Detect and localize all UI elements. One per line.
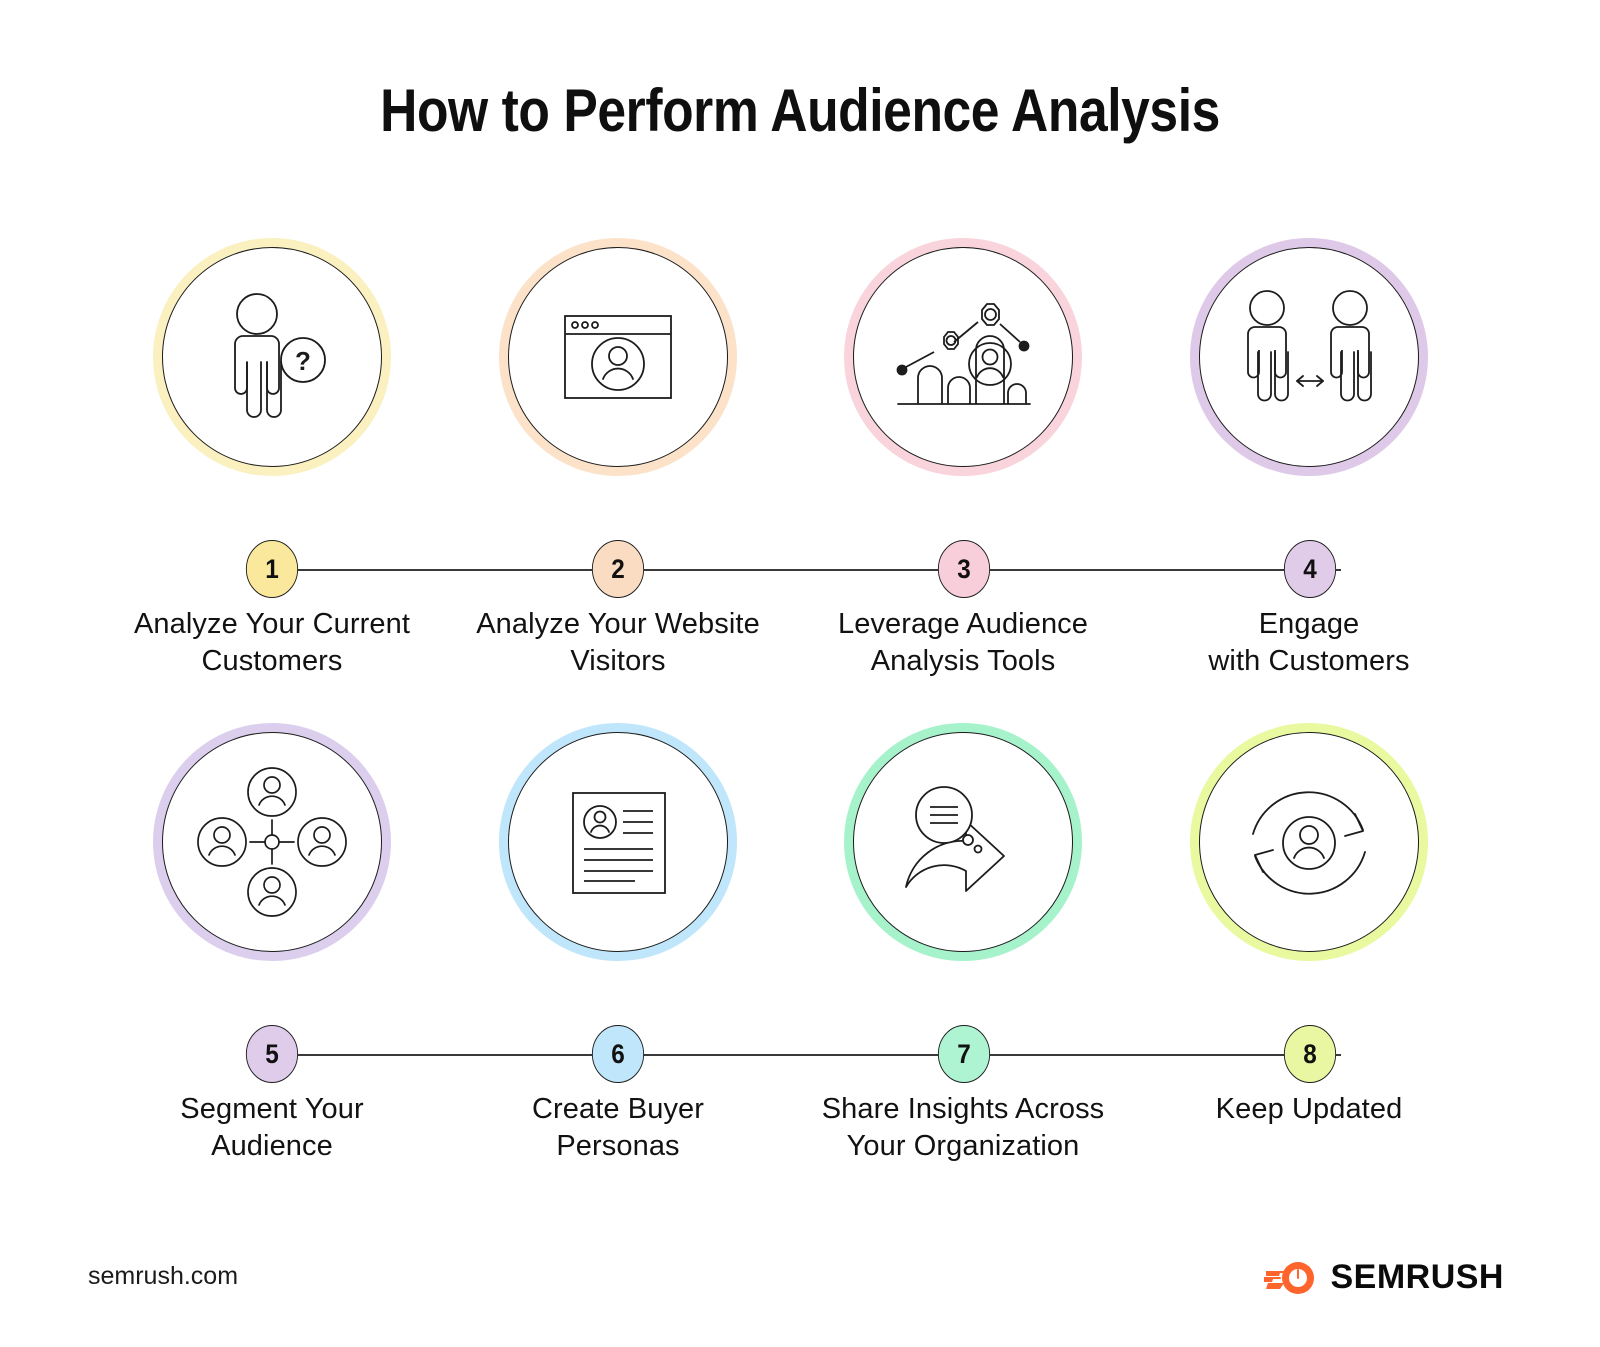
step-7-icon-bubble: [844, 723, 1082, 961]
semrush-wordmark: SEMRUSH: [1330, 1258, 1504, 1296]
step-badge-8[interactable]: 8: [1283, 1025, 1337, 1083]
step-label-8: Keep Updated: [1215, 1093, 1403, 1125]
semrush-comet-icon: [1264, 1261, 1315, 1294]
page-title: How to Perform Audience Analysis: [380, 77, 1220, 144]
step-3-icon-bubble: [844, 238, 1082, 476]
step-8: [1159, 723, 1459, 1153]
connector-track-row-2: 5 6 7 8: [110, 1025, 1490, 1085]
bar-chart-gears-user-icon: [853, 247, 1073, 467]
semrush-logo[interactable]: SEMRUSH: [1264, 1258, 1504, 1297]
connector-track-row-1: 1 2 3 4: [110, 540, 1490, 600]
step-label-6: Create Buyer Personas: [531, 1093, 705, 1163]
step-6-icon-bubble: [499, 723, 737, 961]
step-badge-6[interactable]: 6: [591, 1025, 645, 1083]
step-2: [468, 238, 768, 668]
person-with-question-icon: ?: [162, 247, 382, 467]
step-1: ?: [122, 238, 422, 668]
browser-window-user-icon: [508, 247, 728, 467]
svg-text:?: ?: [295, 346, 311, 376]
step-6: [468, 723, 768, 1153]
footer-website-url[interactable]: semrush.com: [88, 1262, 239, 1290]
step-4-icon-bubble: [1190, 238, 1428, 476]
refresh-cycle-user-icon: [1199, 732, 1419, 952]
share-arrow-document-icon: [853, 732, 1073, 952]
step-label-5: Segment Your Audience: [180, 1093, 364, 1163]
step-badge-3[interactable]: 3: [937, 540, 991, 598]
four-users-network-icon: [162, 732, 382, 952]
step-4: [1159, 238, 1459, 668]
step-label-2: Analyze Your Website Visitors: [476, 608, 760, 678]
step-2-icon-bubble: [499, 238, 737, 476]
step-5: [122, 723, 422, 1153]
steps-row-1: ?: [110, 238, 1490, 677]
step-3: [813, 238, 1113, 668]
step-5-icon-bubble: [153, 723, 391, 961]
step-badge-5[interactable]: 5: [245, 1025, 299, 1083]
step-1-icon-bubble: ?: [153, 238, 391, 476]
step-label-7: Share Insights Across Your Organization: [821, 1093, 1105, 1163]
two-people-arrow-icon: [1199, 247, 1419, 467]
step-7: [813, 723, 1113, 1153]
steps-row-2: 5 6 7 8 Segment Your Audience Create Buy…: [110, 723, 1490, 1162]
connector-line: [260, 1054, 1341, 1056]
step-badge-2[interactable]: 2: [591, 540, 645, 598]
step-badge-1[interactable]: 1: [245, 540, 299, 598]
persona-document-icon: [508, 732, 728, 952]
step-label-4: Engage with Customers: [1208, 608, 1410, 678]
step-badge-4[interactable]: 4: [1283, 540, 1337, 598]
connector-line: [260, 569, 1341, 571]
step-8-icon-bubble: [1190, 723, 1428, 961]
step-label-3: Leverage Audience Analysis Tools: [837, 608, 1088, 678]
step-label-1: Analyze Your Current Customers: [133, 608, 411, 678]
step-badge-7[interactable]: 7: [937, 1025, 991, 1083]
